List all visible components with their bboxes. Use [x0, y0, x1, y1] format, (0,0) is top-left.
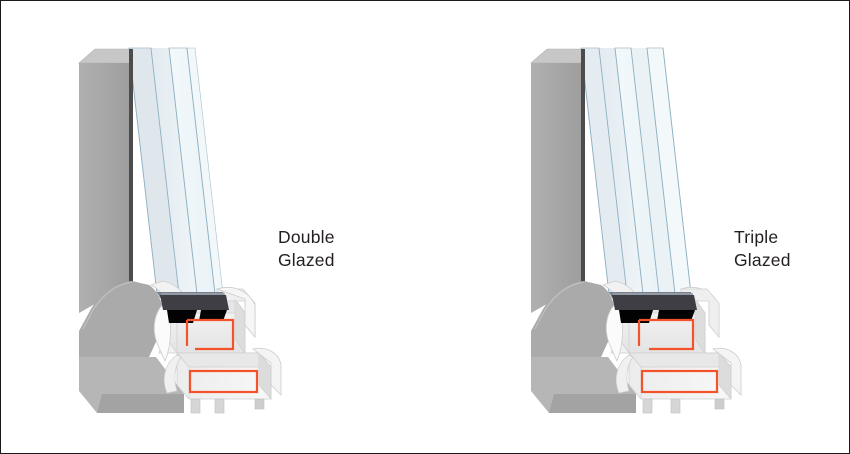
glazing-bead-curve — [216, 287, 256, 314]
frame-base-block-shade — [549, 394, 636, 413]
frame-top-bevel — [530, 48, 585, 64]
inner-lower-block-right — [718, 352, 732, 400]
highlight-chamber-lower — [640, 369, 719, 394]
glass-cavity-2 — [631, 48, 675, 294]
frame-cut-arc-upper — [150, 280, 189, 354]
gasket-black-left — [619, 310, 653, 323]
glass-edge-line-4 — [186, 47, 216, 295]
frame-sill-bulge — [531, 281, 616, 357]
glass-pane-1 — [580, 47, 628, 295]
glass-edge-line-2 — [150, 47, 180, 295]
glass-edge-line-1 — [580, 47, 610, 295]
profile-foot-left — [190, 398, 201, 414]
glass-edge-line-3 — [614, 47, 644, 295]
gasket-black-left — [167, 310, 197, 323]
gasket-dark-block — [612, 295, 697, 310]
inner-drip-nose — [252, 347, 282, 396]
frame-sill-bulge-highlight — [534, 281, 585, 330]
glass-edge-line-6 — [662, 47, 692, 295]
glazing-bead-cap — [679, 287, 720, 339]
highlight-chamber-lower — [188, 369, 259, 394]
gasket-black-right — [199, 310, 227, 321]
inner-lower-block-right — [258, 352, 272, 400]
glass-edge-line-4 — [630, 47, 660, 295]
frame-sill-bulge-highlight — [82, 281, 133, 330]
frame-glass-seam — [129, 49, 133, 295]
glazing-bead-cap — [215, 287, 256, 339]
glass-pane-1 — [128, 47, 180, 295]
glazing-bead-block — [680, 288, 720, 338]
glass-pane-3 — [646, 47, 692, 295]
frame-base-block — [531, 357, 636, 413]
profile-foot-mid — [214, 398, 225, 414]
highlight-chamber-upper — [639, 318, 695, 351]
inner-drip-nose — [712, 347, 742, 396]
frame-vertical-face — [79, 63, 132, 313]
frame-vertical-face — [531, 63, 584, 313]
inner-profile-section — [605, 287, 742, 414]
double-glazing-unit — [128, 47, 224, 295]
highlight-chamber-upper — [187, 318, 235, 351]
inner-cut-arc — [153, 300, 171, 363]
glass-cavity-1 — [151, 48, 197, 294]
profile-foot-right — [714, 398, 725, 410]
profile-foot-left — [642, 398, 653, 414]
glass-edge-line-5 — [646, 47, 676, 295]
frame-top-bevel — [78, 48, 133, 64]
glass-pane-2 — [168, 47, 216, 295]
glazing-gasket-group — [609, 292, 697, 323]
triple-glazing-unit — [580, 47, 692, 295]
glass-cavity-1 — [599, 48, 643, 294]
spacer-bar-slate — [157, 292, 226, 298]
frame-glass-seam — [581, 49, 585, 295]
inner-upper-block-right — [694, 297, 706, 355]
glass-edge-line-1 — [128, 47, 158, 295]
inner-lower-block-top — [628, 352, 732, 368]
frame-cut-arc-upper — [602, 280, 641, 354]
label-double-glazed: Double Glazed — [278, 227, 335, 271]
highlight-group-triple — [637, 318, 719, 394]
profile-foot-mid — [670, 398, 681, 414]
inner-upper-block-right — [234, 297, 246, 355]
label-triple-glazed: Triple Glazed — [734, 227, 791, 271]
spacer-bar-slate — [609, 292, 694, 298]
inner-upper-block — [618, 298, 706, 354]
glazing-gasket-group — [157, 292, 229, 323]
frame-base-block — [79, 357, 184, 413]
gasket-black-right — [657, 310, 695, 321]
profile-foot-right — [254, 398, 265, 410]
outer-frame-body — [530, 48, 641, 413]
frame-sill-bulge — [79, 281, 164, 357]
inner-lower-block — [628, 352, 732, 400]
inner-upper-block — [166, 298, 246, 354]
inner-upper-block-top — [166, 298, 246, 314]
outer-frame-body — [78, 48, 189, 413]
glazing-bead-block — [216, 288, 256, 338]
inner-lower-block — [176, 352, 272, 400]
glass-edge-line-3 — [168, 47, 198, 295]
glass-outer-face — [186, 47, 224, 295]
glass-edge-line-2 — [598, 47, 628, 295]
inner-cut-arc-lower — [615, 354, 634, 394]
inner-cut-arc — [605, 300, 623, 363]
inner-profile-section — [153, 287, 282, 414]
inner-upper-block-top — [618, 298, 706, 314]
inner-cut-arc-lower — [163, 354, 182, 394]
gasket-dark-block — [160, 295, 229, 310]
glass-pane-2 — [614, 47, 660, 295]
inner-lower-block-top — [176, 352, 272, 368]
highlight-group-double — [185, 318, 259, 394]
frame-base-block-shade — [97, 394, 184, 413]
